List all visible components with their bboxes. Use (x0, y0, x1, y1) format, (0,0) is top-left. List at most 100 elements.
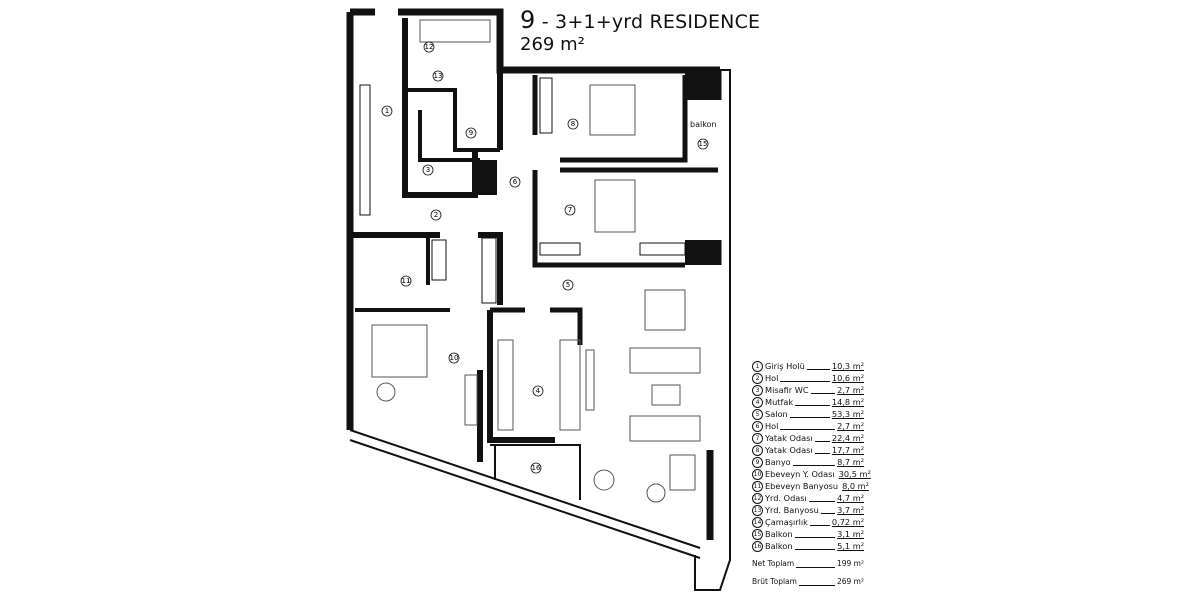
room-marker-16: 16 (530, 462, 542, 474)
room-area: 14,8 m² (831, 397, 864, 407)
room-marker-6: 6 (509, 176, 521, 188)
room-marker-2: 2 (430, 209, 442, 221)
bed-12 (419, 19, 491, 43)
bed-10 (371, 324, 428, 378)
room-area: 0,72 m² (831, 517, 864, 527)
room-number: 13 (752, 505, 763, 516)
kitchen-counter-2 (559, 339, 581, 431)
leader-line (810, 393, 836, 394)
room-marker-9: 9 (465, 127, 477, 139)
room-area: 53,3 m² (831, 409, 864, 419)
room-number: 16 (752, 541, 763, 552)
unit-number: 9 (520, 6, 536, 34)
room-number: 9 (752, 457, 763, 468)
leader-line (806, 369, 830, 370)
room-name: Yatak Odası (765, 445, 813, 455)
page-title: 9 - 3+1+yrd RESIDENCE (520, 6, 760, 34)
net-total-label: Net Toplam (752, 559, 795, 568)
room-number-text: 16 (532, 464, 541, 472)
room-number-text: 15 (699, 140, 708, 148)
room-number: 7 (752, 433, 763, 444)
leader-line (792, 465, 836, 466)
dining-table (644, 289, 686, 331)
net-total-value: 199 m² (836, 559, 864, 568)
leader-line (809, 525, 830, 526)
room-number-text: 10 (450, 354, 459, 362)
furniture (359, 19, 701, 503)
room-number-text: 7 (568, 206, 572, 214)
room-marker-4: 4 (532, 385, 544, 397)
room-number: 5 (752, 409, 763, 420)
room-name: Mutfak (765, 397, 794, 407)
room-name: Balkon (765, 529, 793, 539)
room-marker-12: 12 (423, 41, 435, 53)
room-number: 10 (752, 469, 763, 480)
room-number: 15 (752, 529, 763, 540)
room-number-text: 1 (385, 107, 389, 115)
room-marker-1: 1 (381, 105, 393, 117)
leader-line (794, 537, 836, 538)
room-area: 10,3 m² (831, 361, 864, 371)
room-number-text: 4 (536, 387, 541, 395)
room-number-text: 8 (571, 120, 575, 128)
room-name: Giriş Holü (765, 361, 805, 371)
leader-line (796, 558, 835, 568)
room-marker-7: 7 (564, 204, 576, 216)
room-area: 8,0 m² (842, 481, 869, 491)
room-name: Yrd. Banyosu (765, 505, 819, 515)
leader-line (798, 576, 835, 586)
room-area: 5,1 m² (837, 541, 864, 551)
room-name: Yrd. Odası (765, 493, 807, 503)
room-number: 1 (752, 361, 763, 372)
room-number: 3 (752, 385, 763, 396)
room-number-text: 3 (426, 166, 430, 174)
room-number-markers: 1 2 3 4 5 6 7 8 9 10 11 12 13 15 16 (381, 41, 709, 474)
room-number: 12 (752, 493, 763, 504)
leader-line (814, 453, 830, 454)
room-area: 10,6 m² (831, 373, 864, 383)
leader-line (795, 405, 830, 406)
room-number: 2 (752, 373, 763, 384)
gross-total-value: 269 m² (836, 577, 864, 586)
room-number: 14 (752, 517, 763, 528)
room-marker-3: 3 (422, 164, 434, 176)
room-number-text: 13 (434, 72, 443, 80)
room-number-text: 11 (402, 277, 411, 285)
room-area: 2,7 m² (837, 385, 864, 395)
room-number: 4 (752, 397, 763, 408)
room-number-text: 5 (566, 281, 570, 289)
room-area: 3,1 m² (837, 529, 864, 539)
room-area: 22,4 m² (831, 433, 864, 443)
bed-7 (594, 179, 636, 233)
leader-line (814, 441, 830, 442)
room-marker-11: 11 (400, 275, 412, 287)
room-marker-5: 5 (562, 279, 574, 291)
sofa-2 (629, 415, 701, 442)
room-name: Salon (765, 409, 788, 419)
room-name: Ebeveyn Y. Odası (765, 469, 835, 479)
leader-line (808, 501, 836, 502)
room-number: 8 (752, 445, 763, 456)
room-name: Hol (765, 421, 779, 431)
room-marker-13: 13 (432, 70, 444, 82)
room-area: 2,7 m² (837, 421, 864, 431)
room-area: 4,7 m² (837, 493, 864, 503)
bed-8 (589, 84, 636, 136)
sofa-1 (629, 347, 701, 374)
unit-area: 269 m² (520, 34, 585, 55)
room-marker-10: 10 (448, 352, 460, 364)
kitchen-counter (497, 339, 514, 431)
